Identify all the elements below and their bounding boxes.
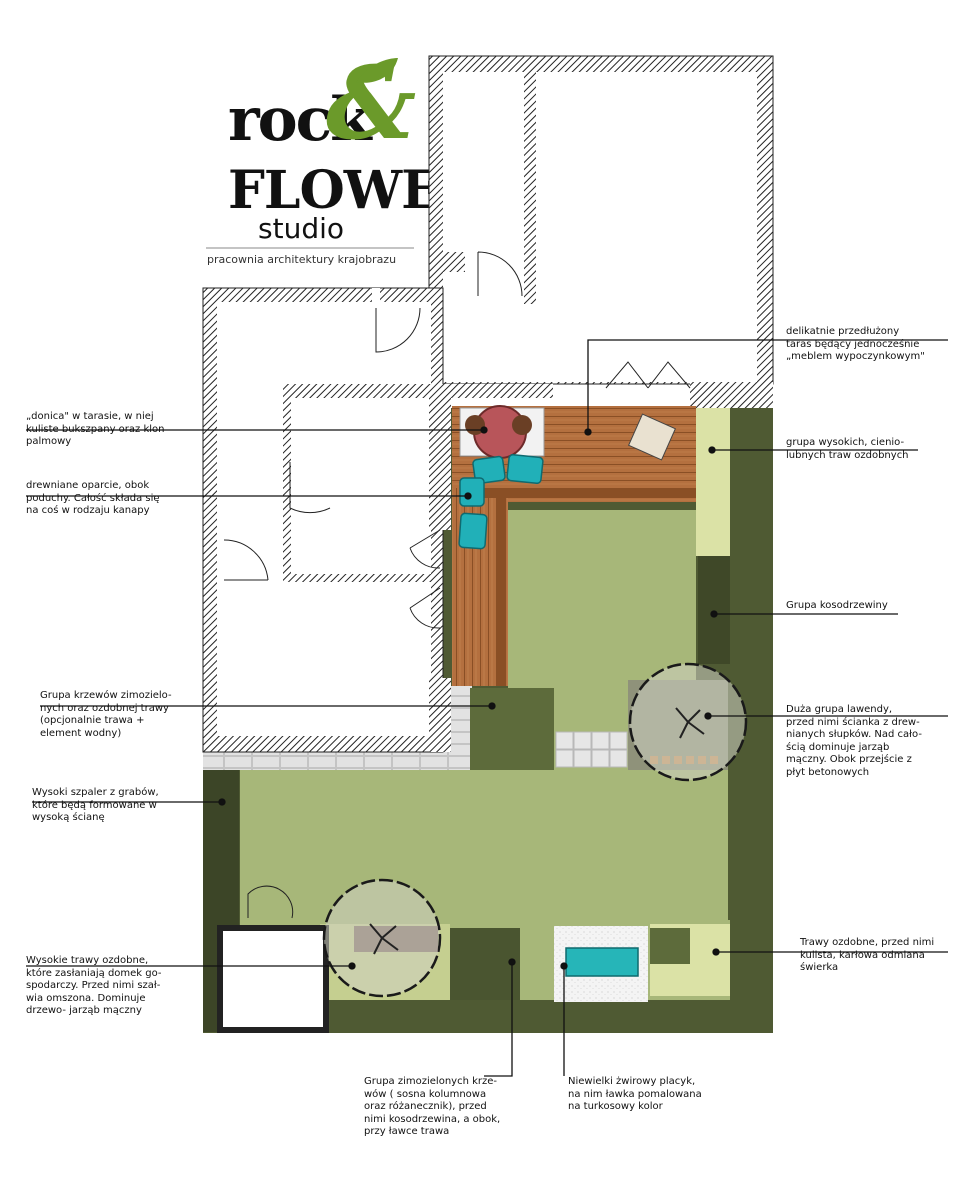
logo-tagline: pracownia architektury krajobrazu bbox=[207, 253, 396, 266]
note-trawy-domek: Wysokie trawy ozdobne, które zasłaniają … bbox=[26, 955, 162, 1016]
house-walls bbox=[202, 55, 774, 753]
garden-shed bbox=[217, 925, 329, 1033]
logo-leaf-icon bbox=[356, 58, 398, 83]
concrete-slabs bbox=[555, 731, 628, 768]
door-swings bbox=[223, 251, 691, 919]
lawn-main bbox=[240, 768, 728, 926]
note-kosodrzewina: Grupa kosodrzewiny bbox=[786, 600, 888, 611]
deck-chair bbox=[627, 413, 677, 461]
note-lawenda: Duża grupa lawendy, przed nimi ścianka z… bbox=[786, 704, 922, 778]
rowan-tree bbox=[322, 878, 442, 998]
note-krzewy: Grupa krzewów zimozielo- nych oraz ozdob… bbox=[40, 690, 172, 739]
evergreen-shrub-bed bbox=[470, 688, 554, 770]
evergreen-group-bed bbox=[450, 928, 520, 1000]
paver-path bbox=[203, 752, 473, 770]
rowan-tree bbox=[628, 662, 748, 782]
deck-backrest bbox=[484, 488, 696, 498]
deck-backrest-side bbox=[496, 488, 506, 686]
note-zwirowy: Niewielki żwirowy placyk, na nim ławka p… bbox=[568, 1076, 702, 1112]
logo-rock-text: rock bbox=[228, 85, 373, 155]
annotation-leaders bbox=[26, 339, 948, 1077]
turquoise-bench bbox=[565, 947, 639, 977]
note-donica: „donica" w tarasie, w niej kuliste buksz… bbox=[26, 411, 165, 447]
note-trawy-cien: grupa wysokich, cienio- lubnych traw ozd… bbox=[786, 437, 909, 461]
boxwood-ball bbox=[512, 415, 532, 435]
note-zimozielone: Grupa zimozielonych krze- wów ( sosna ko… bbox=[364, 1076, 501, 1137]
logo-ampersand: & bbox=[326, 44, 416, 162]
note-trawy-swierk: Trawy ozdobne, przed nimi kulista, karło… bbox=[800, 937, 935, 973]
paver-path-side bbox=[450, 686, 472, 766]
note-szpaler: Wysoki szpaler z grabów, które będą form… bbox=[32, 787, 159, 823]
spruce-bed bbox=[650, 928, 690, 964]
logo-studio-text: studio bbox=[258, 212, 344, 245]
shade-grass-bed bbox=[696, 408, 730, 556]
mountain-pine-bed bbox=[698, 556, 730, 664]
note-oparcie: drewniane oparcie, obok poduchy. Całość … bbox=[26, 480, 160, 516]
note-taras: delikatnie przedłużony taras będący jedn… bbox=[786, 326, 925, 362]
